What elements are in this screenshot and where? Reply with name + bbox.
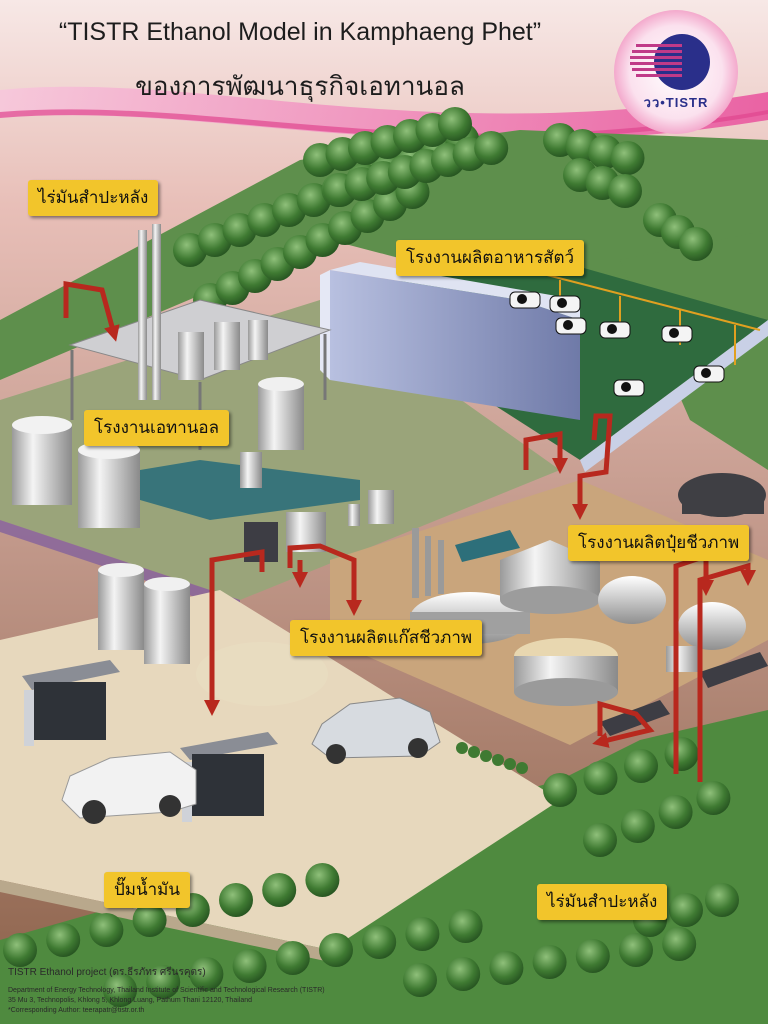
page-title-thai: ของการพัฒนาธุรกิจเอทานอล xyxy=(135,72,465,102)
tistr-logo-text: วว•TISTR xyxy=(643,95,709,110)
tree-icon xyxy=(305,863,340,897)
tree-icon xyxy=(543,773,577,807)
label-fertilizer-plant: โรงงานผลิตปุ๋ยชีวภาพ xyxy=(568,525,750,561)
flow-arrow xyxy=(697,562,757,782)
cow-spot xyxy=(701,368,711,378)
tree-icon xyxy=(705,883,739,917)
tree-icon xyxy=(662,927,697,961)
tree-icon xyxy=(575,939,610,973)
tree-icon xyxy=(679,227,713,261)
label-cassava-field-top: ไร่มันสำปะหลัง xyxy=(28,180,159,216)
tree-icon xyxy=(362,925,397,959)
tree-icon xyxy=(232,949,267,983)
cow-spot xyxy=(607,324,617,334)
flow-arrow xyxy=(592,700,655,748)
tree-icon xyxy=(489,951,524,985)
tree-icon xyxy=(3,933,37,967)
tree-belt-top xyxy=(0,130,768,380)
tree-icon xyxy=(620,809,655,843)
tree-icon xyxy=(46,923,81,957)
tree-icon xyxy=(262,873,297,907)
flow-arrow xyxy=(203,549,265,717)
fuel-tank xyxy=(196,642,328,706)
cow-spot xyxy=(563,320,573,330)
gas-station xyxy=(22,563,528,824)
footer-project: TISTR Ethanol project (ดร.ธีรภัทร ศรีนรค… xyxy=(8,967,206,978)
tank xyxy=(78,450,140,528)
tree-icon xyxy=(658,795,693,829)
flow-arrow xyxy=(673,552,715,774)
seedlings xyxy=(456,742,528,774)
chimney xyxy=(152,224,161,400)
tree-icon xyxy=(624,749,658,783)
label-feed-plant: โรงงานผลิตอาหารสัตว์ xyxy=(396,240,585,276)
flow-arrow xyxy=(287,543,363,617)
tree-icon xyxy=(669,893,703,927)
tree-icon xyxy=(583,823,617,857)
footer-department: Department of Energy Technology, Thailan… xyxy=(8,987,325,994)
fertilizer-dome xyxy=(678,602,746,650)
tank xyxy=(12,425,72,505)
tree-icon xyxy=(608,174,642,208)
tree-icon xyxy=(89,913,124,947)
label-cassava-field-bottom: ไร่มันสำปะหลัง xyxy=(537,884,668,920)
label-gas-station: ปั๊มน้ำมัน xyxy=(104,872,190,908)
cow-spot xyxy=(517,294,527,304)
car-white xyxy=(61,751,197,824)
flow-arrows xyxy=(63,281,757,782)
tank xyxy=(258,384,304,450)
tree-icon xyxy=(619,933,653,967)
tree-icon xyxy=(189,957,224,991)
conveyor xyxy=(140,460,360,520)
cow-spot xyxy=(557,298,567,308)
logo-icon xyxy=(630,34,710,90)
trees xyxy=(3,107,739,1007)
tree-icon xyxy=(405,917,440,951)
chimney xyxy=(138,230,147,400)
footer-address: 35 Mu 3, Technopolis, Khlong 5, Khlong L… xyxy=(8,997,253,1004)
tree-icon xyxy=(696,781,731,815)
fertilizer-dome xyxy=(598,576,666,624)
cow-spot xyxy=(669,328,679,338)
tree-icon xyxy=(275,941,310,975)
tree-icon xyxy=(446,957,481,991)
label-ethanol-plant: โรงงานเอทานอล xyxy=(84,410,230,446)
tree-icon xyxy=(448,909,483,943)
tree-icon xyxy=(103,973,137,1007)
footer-contact: *Corresponding Author: teerapatr@tistr.o… xyxy=(8,1007,145,1014)
flow-arrow xyxy=(63,281,120,342)
tree-icon xyxy=(219,883,253,917)
tree-icon xyxy=(146,965,181,999)
station-lot xyxy=(0,590,560,950)
tree-icon xyxy=(532,945,567,979)
tree-icon xyxy=(583,761,618,795)
tree-icon xyxy=(664,737,699,771)
page-title-english: “TISTR Ethanol Model in Kamphaeng Phet” xyxy=(58,18,542,46)
header-swoosh xyxy=(0,86,768,141)
flow-arrow xyxy=(523,431,569,475)
footer: TISTR Ethanol project (ดร.ธีรภัทร ศรีนรค… xyxy=(8,965,528,1016)
tree-icon xyxy=(319,933,353,967)
label-biogas-plant: โรงงานผลิตแก๊สชีวภาพ xyxy=(290,620,483,656)
tree-icon xyxy=(438,107,472,141)
tree-icon xyxy=(403,963,437,997)
cow-spot xyxy=(621,382,631,392)
ethanol-plant xyxy=(12,224,394,562)
car-silver xyxy=(311,697,441,764)
tree-icon xyxy=(610,141,645,175)
flow-arrow xyxy=(571,413,613,521)
tree-icon xyxy=(132,903,167,937)
cows xyxy=(509,291,725,397)
tree-icon xyxy=(474,131,509,165)
